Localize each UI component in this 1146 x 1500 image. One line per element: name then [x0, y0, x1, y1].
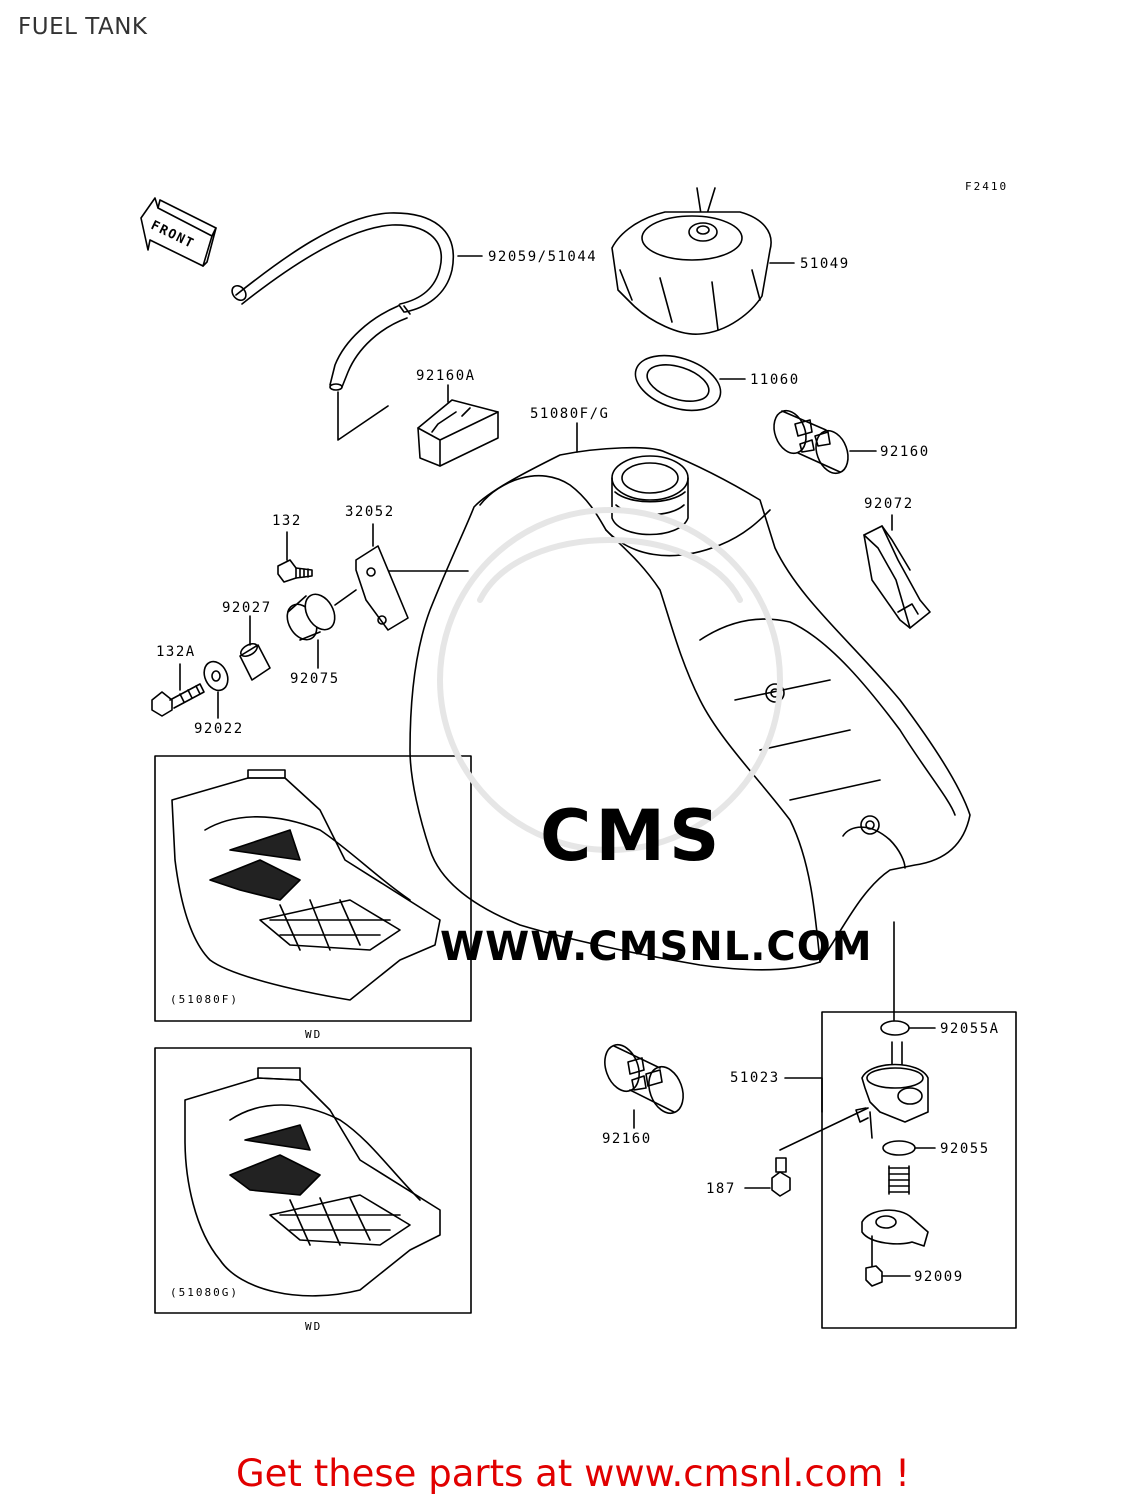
fuel-filter-lower: 92160	[602, 1043, 684, 1147]
label-92059: 92059/51044	[488, 249, 597, 265]
label-92160-lower: 92160	[602, 1131, 652, 1147]
variant-box-51080F: (51080F) WD	[154, 755, 472, 1041]
front-arrow-icon: FRONT	[140, 197, 217, 267]
fuel-tank: 51080F/G	[371, 406, 971, 971]
rubber-block: 92160A	[416, 368, 499, 467]
label-92072: 92072	[864, 496, 914, 512]
rubber-damper: 92075	[286, 593, 340, 687]
fuel-cock-assembly: 92055A 51023 92055 92009 187	[706, 921, 1017, 1329]
fuel-cap: 51049	[611, 187, 850, 335]
bolt-132: 132	[272, 513, 313, 583]
label-92022: 92022	[194, 721, 244, 737]
figure-code: F2410	[965, 180, 1008, 193]
bolt-132A: 132A	[151, 644, 205, 717]
tank-strap: 92072	[863, 496, 931, 629]
cap-gasket: 11060	[634, 354, 800, 412]
variant-G-note: WD	[305, 1320, 322, 1333]
label-51023: 51023	[730, 1070, 780, 1086]
label-51049: 51049	[800, 256, 850, 272]
label-32052: 32052	[345, 504, 395, 520]
label-92075: 92075	[290, 671, 340, 687]
variant-box-51080G: (51080G) WD	[154, 1047, 472, 1333]
label-132A: 132A	[156, 644, 196, 660]
watermark-text: WWW.CMSNL.COM	[440, 924, 873, 970]
breather-hose: 92059/51044	[231, 212, 597, 441]
watermark-logo: CMS	[540, 795, 723, 877]
variant-G-code: (51080G)	[170, 1286, 239, 1299]
washer-92022: 92022	[194, 660, 244, 737]
label-51080FG: 51080F/G	[530, 406, 609, 422]
label-92160-upper: 92160	[880, 444, 930, 460]
fuel-filter-upper: 92160	[773, 409, 930, 475]
label-11060: 11060	[750, 372, 800, 388]
variant-F-code: (51080F)	[170, 993, 239, 1006]
label-92055: 92055	[940, 1141, 990, 1157]
fuel-tank-diagram: F2410 FRONT 92059/51044	[140, 180, 1017, 1333]
label-187: 187	[706, 1181, 736, 1197]
label-92009: 92009	[914, 1269, 964, 1285]
label-92055A: 92055A	[940, 1021, 1000, 1037]
label-132: 132	[272, 513, 302, 529]
label-92160A: 92160A	[416, 368, 476, 384]
promo-link[interactable]: Get these parts at www.cmsnl.com !	[235, 1452, 910, 1495]
variant-F-note: WD	[305, 1028, 322, 1041]
mounting-bracket: 32052	[334, 504, 409, 631]
page-title: FUEL TANK	[18, 14, 148, 40]
label-92027: 92027	[222, 600, 272, 616]
watermark: CMS WWW.CMSNL.COM	[437, 507, 873, 970]
collar-92027: 92027	[222, 600, 272, 681]
